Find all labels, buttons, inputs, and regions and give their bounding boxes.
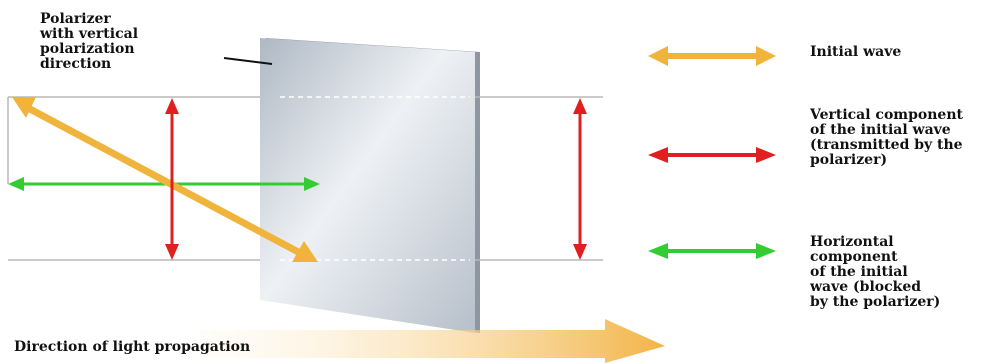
legend-horizontal-text: of the initial bbox=[810, 264, 908, 280]
label-pointer-line bbox=[223, 57, 273, 65]
polarizer-label-line: direction bbox=[40, 56, 112, 72]
polarizer-label-line: polarization bbox=[40, 41, 135, 57]
vertical-component-arrow-right bbox=[573, 98, 587, 260]
polarizer-label-line: Polarizer bbox=[40, 11, 111, 27]
propagation-arrow bbox=[200, 319, 665, 363]
polarizer-label: Polarizer with vertical polarization dir… bbox=[40, 12, 190, 72]
legend-vertical-text: polarizer) bbox=[810, 152, 888, 168]
propagation-direction-label: Direction of light propagation bbox=[14, 339, 251, 355]
legend-horizontal-arrow bbox=[648, 243, 776, 259]
legend-initial-text: Initial wave bbox=[810, 44, 902, 60]
legend-horizontal-text: Horizontal bbox=[810, 234, 894, 250]
legend-initial-wave: Initial wave bbox=[810, 45, 980, 60]
legend-vertical-text: Vertical component bbox=[810, 107, 963, 123]
legend-vertical-arrow bbox=[648, 147, 776, 163]
polarizer-label-line: with vertical bbox=[40, 26, 139, 42]
legend-vertical-component: Vertical component of the initial wave (… bbox=[810, 108, 982, 168]
legend-horizontal-text: by the polarizer) bbox=[810, 294, 941, 310]
vertical-component-arrow-left bbox=[165, 98, 179, 260]
legend-initial-arrow bbox=[648, 46, 776, 66]
right-guide-lines bbox=[475, 96, 603, 261]
legend-vertical-text: of the initial wave bbox=[810, 122, 951, 138]
legend-horizontal-text: wave (blocked bbox=[810, 279, 922, 295]
legend-horizontal-text: component bbox=[810, 249, 898, 265]
legend-horizontal-component: Horizontal component of the initial wave… bbox=[810, 235, 982, 310]
initial-wave-arrow bbox=[12, 97, 318, 262]
legend-vertical-text: (transmitted by the bbox=[810, 137, 963, 153]
